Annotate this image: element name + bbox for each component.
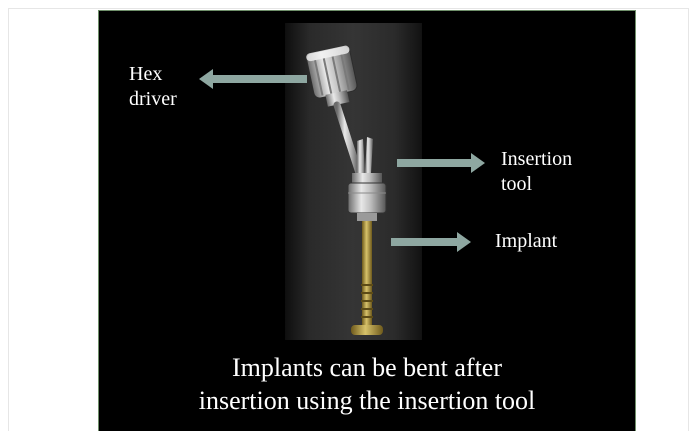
- hex-driver-shaft: [337, 105, 359, 173]
- slide-caption: Implants can be bent after insertion usi…: [99, 351, 635, 417]
- hex-driver-head: [305, 45, 360, 109]
- caption-line-2: insertion using the insertion tool: [99, 384, 635, 417]
- insertion-tool-arrow: [397, 151, 487, 175]
- implant-label: Implant: [495, 229, 557, 254]
- insertion-tool-label: Insertion tool: [501, 147, 572, 197]
- caption-line-1: Implants can be bent after: [99, 351, 635, 384]
- implant-arrow: [391, 230, 473, 254]
- hex-driver-arrow: [199, 67, 309, 91]
- hex-driver-label: Hex driver: [129, 62, 177, 112]
- implant-shaft: [351, 221, 383, 335]
- slide-panel: Hex driver Insertion tool Implant Implan…: [98, 10, 636, 431]
